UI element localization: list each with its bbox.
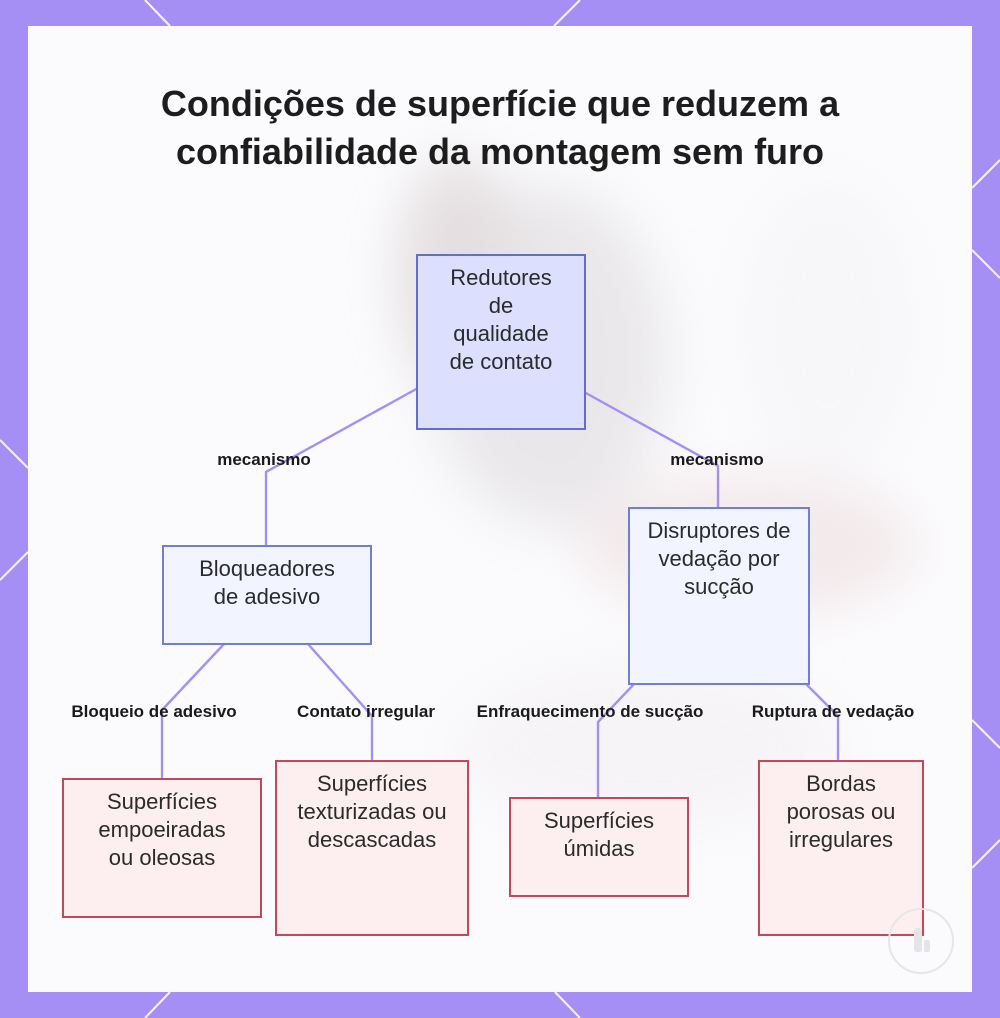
textured-peeling-label: Superfícies texturizadas ou descascadas <box>297 771 447 852</box>
edge-suction-porous <box>803 681 840 760</box>
edge-suction-wet <box>596 681 637 798</box>
dusty-oily-label: Superfícies empoeiradas ou oleosas <box>98 789 226 870</box>
suction-disruptors-node: Disruptores de vedação por sucção <box>628 507 810 685</box>
adhesive-blockers-node: Bloqueadores de adesivo <box>162 545 372 645</box>
wet-surfaces-label: Superfícies úmidas <box>543 808 655 861</box>
edge-root-suction <box>583 390 720 508</box>
edge-label-seal-rupture: Ruptura de vedação <box>751 702 915 721</box>
porous-irregular-label: Bordas porosas ou irregulares <box>786 771 896 852</box>
edge-label-adhesive-block: Bloqueio de adesivo <box>71 702 237 721</box>
page-title: Condições de superfície que reduzem a co… <box>160 83 840 172</box>
porous-irregular-node: Bordas porosas ou irregulares <box>758 760 924 936</box>
root-node: Redutores de qualidade de contato <box>416 254 586 430</box>
dusty-oily-node: Superfícies empoeiradas ou oleosas <box>62 778 262 918</box>
textured-peeling-node: Superfícies texturizadas ou descascadas <box>275 760 469 936</box>
edge-label-mechanism-right: mecanismo <box>670 450 764 469</box>
adhesive-blockers-label: Bloqueadores de adesivo <box>199 556 335 609</box>
watermark-logo <box>888 908 954 974</box>
edge-label-mechanism-left: mecanismo <box>217 450 311 469</box>
suction-disruptors-label: Disruptores de vedação por sucção <box>647 518 791 599</box>
diagram-edges <box>160 386 840 798</box>
root-node-label: Redutores de qualidade de contato <box>449 265 553 374</box>
edge-adhesive-dusty <box>160 643 225 778</box>
edge-adhesive-textured <box>307 643 374 760</box>
edge-label-suction-weakening: Enfraquecimento de sucção <box>476 702 704 721</box>
wet-surfaces-node: Superfícies úmidas <box>509 797 689 897</box>
edge-label-irregular-contact: Contato irregular <box>297 702 435 721</box>
diagram-panel: Condições de superfície que reduzem a co… <box>28 26 972 992</box>
edge-root-adhesive <box>264 386 419 546</box>
